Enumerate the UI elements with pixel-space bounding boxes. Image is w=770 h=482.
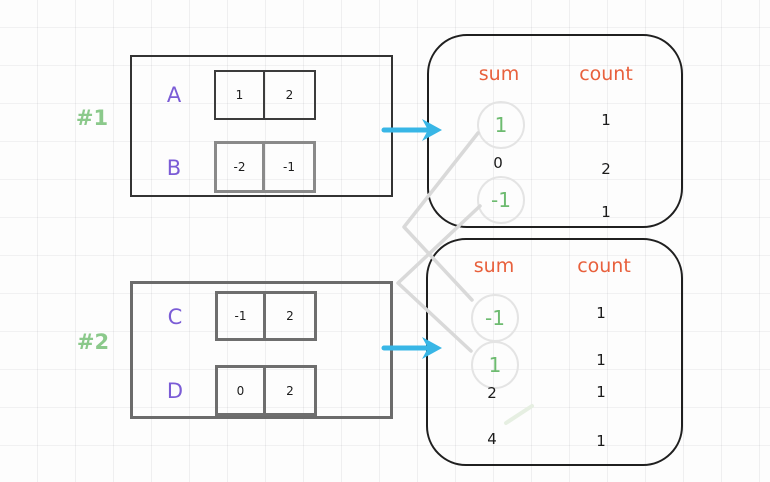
- count-value: 1: [601, 111, 611, 129]
- sum-value: 0: [493, 154, 503, 172]
- array-c-label: C: [167, 305, 183, 329]
- sum-header: sum: [473, 255, 515, 277]
- count-header: count: [577, 255, 631, 277]
- highlighted-sum-circle: -1: [477, 176, 525, 224]
- count-value: 1: [596, 304, 606, 322]
- array-cell: -2: [214, 141, 265, 193]
- count-value: 2: [601, 160, 611, 178]
- highlighted-sum-circle: 1: [471, 341, 519, 389]
- sum-value: -1: [491, 188, 511, 212]
- array-cell: 2: [265, 70, 316, 120]
- array-cell: 1: [214, 70, 265, 120]
- count-value: 1: [596, 383, 606, 401]
- sum-header: sum: [478, 63, 520, 85]
- array-cell: -1: [265, 141, 316, 193]
- group-1-box: A 1 2 B -2 -1: [130, 55, 393, 197]
- group-1-label: #1: [75, 106, 109, 130]
- sum-count-table-2: sum count -1 1 1 1 2 1 4 1: [426, 238, 683, 466]
- sum-value: 1: [494, 113, 508, 137]
- array-b-cells: -2 -1: [214, 141, 316, 193]
- group-2-label: #2: [76, 330, 110, 354]
- sum-value: 2: [487, 384, 497, 402]
- array-cell: 2: [266, 291, 317, 341]
- array-cell: 2: [266, 365, 317, 416]
- array-a-label: A: [166, 83, 182, 107]
- highlighted-sum-circle: -1: [471, 294, 519, 342]
- sum-value: -1: [485, 306, 505, 330]
- highlighted-sum-circle: 1: [477, 101, 525, 149]
- array-a-cells: 1 2: [214, 70, 316, 120]
- array-d-cells: 0 2: [215, 365, 317, 416]
- count-value: 1: [596, 432, 606, 450]
- group-2-box: C -1 2 D 0 2: [130, 281, 393, 419]
- array-c-cells: -1 2: [215, 291, 317, 341]
- array-cell: -1: [215, 291, 266, 341]
- sum-value: 4: [487, 430, 497, 448]
- count-value: 1: [601, 203, 611, 221]
- array-d-label: D: [166, 379, 184, 403]
- sum-count-table-1: sum count 1 1 0 2 -1 1: [427, 34, 683, 228]
- sum-value: 1: [488, 353, 502, 377]
- array-b-label: B: [166, 156, 182, 180]
- count-value: 1: [596, 351, 606, 369]
- count-header: count: [579, 63, 633, 85]
- array-cell: 0: [215, 365, 266, 416]
